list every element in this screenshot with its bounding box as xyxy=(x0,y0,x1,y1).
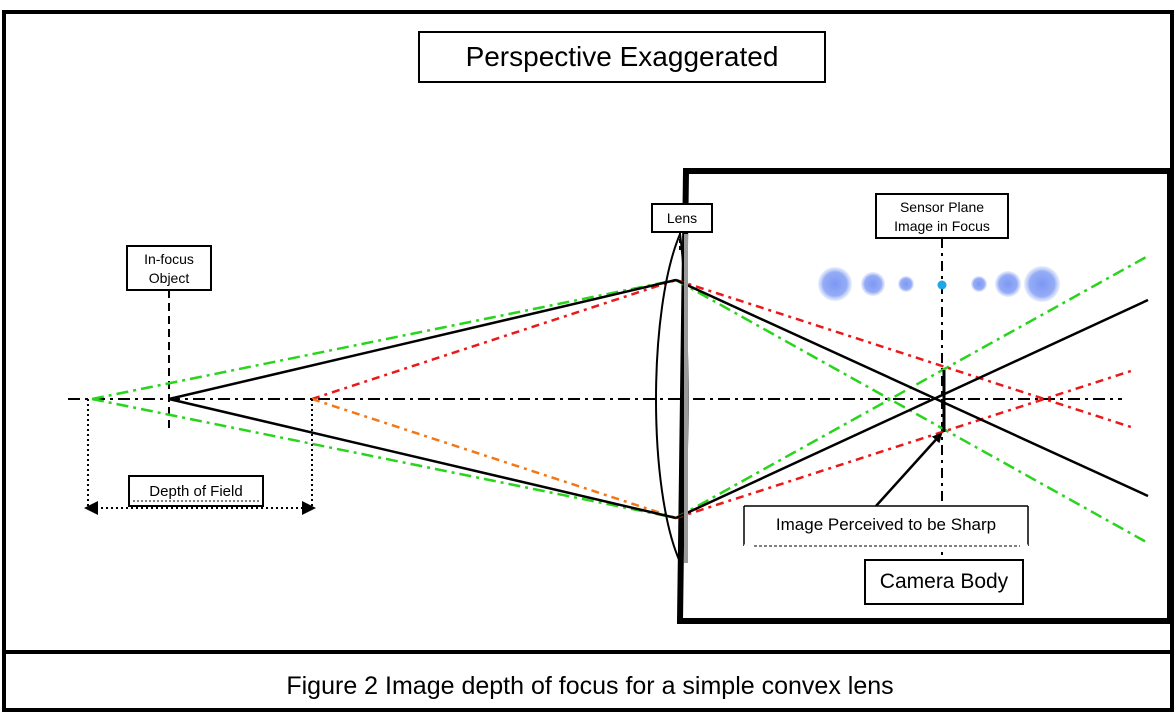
lens-label-box xyxy=(651,203,713,233)
perceived-sharp-label: Image Perceived to be Sharp xyxy=(776,515,996,534)
object-label-line1: In-focus xyxy=(144,251,194,267)
perceived-sharp-box xyxy=(743,505,1029,547)
depth-of-field-bracket xyxy=(87,399,313,509)
sensor-label-line1: Sensor Plane xyxy=(900,199,984,215)
blur-circle xyxy=(995,271,1021,297)
blur-circles xyxy=(818,266,1060,302)
blur-circle xyxy=(1024,266,1060,302)
object-label-box xyxy=(126,245,212,291)
object-label-line2: Object xyxy=(149,270,190,286)
dof-left-arrowhead xyxy=(84,501,98,515)
blur-circle xyxy=(971,276,987,292)
diagram-title: Perspective Exaggerated xyxy=(466,41,779,72)
blur-circle xyxy=(898,276,914,292)
figure-caption: Figure 2 Image depth of focus for a simp… xyxy=(286,672,893,700)
sensor-label-line2: Image in Focus xyxy=(894,218,990,234)
sensor-label-box xyxy=(875,193,1009,239)
perceived-sharp-arrow xyxy=(875,432,943,507)
dof-right-arrowhead xyxy=(302,501,316,515)
camera-body-label-box xyxy=(864,559,1024,605)
near-object-rays xyxy=(311,278,1135,520)
depth-of-field-label: Depth of Field xyxy=(149,483,242,500)
lens-label: Lens xyxy=(667,210,697,226)
title-box xyxy=(418,31,826,83)
outer-frame xyxy=(2,10,1174,712)
camera-body-label: Camera Body xyxy=(880,570,1009,593)
camera-body-outline xyxy=(676,168,1173,624)
depth-of-field-box xyxy=(128,475,264,507)
blur-circle xyxy=(861,272,885,296)
focus-point-dot xyxy=(937,280,947,290)
in-focus-rays xyxy=(168,278,1149,520)
blur-circle xyxy=(818,267,852,301)
near-object-lower-ray xyxy=(311,397,677,520)
